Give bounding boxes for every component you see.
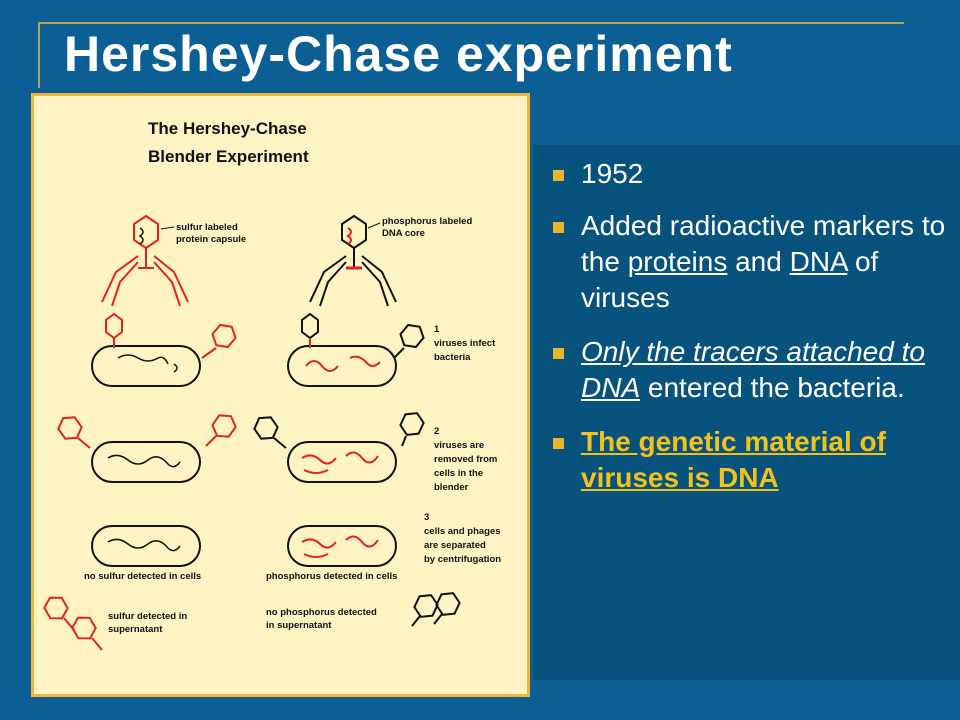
slide-title: Hershey-Chase experiment <box>64 26 733 82</box>
label-sulfur-in-supernatant-2: supernatant <box>108 624 163 635</box>
content-panel <box>533 145 960 680</box>
label-step3-number: 3 <box>424 512 429 523</box>
step2-left-cell-icon <box>57 414 237 483</box>
label-step1-line2: bacteria <box>434 352 471 363</box>
label-step3-line1: cells and phages <box>424 526 501 537</box>
phosphorus-labeled-phage-icon <box>309 214 397 307</box>
experiment-figure: The Hershey-Chase Blender Experiment sul… <box>31 93 530 697</box>
label-step2-line3: cells in the <box>434 468 483 479</box>
label-dna-core: DNA core <box>382 228 425 239</box>
label-step2-number: 2 <box>434 426 439 437</box>
label-step2-line2: removed from <box>434 454 497 465</box>
bullet-markers-proteins: proteins <box>627 246 728 277</box>
bullet-tracers-post: entered the bacteria. <box>640 372 905 403</box>
label-sulfur-labeled: sulfur labeled <box>176 222 238 233</box>
bullet-square-icon <box>553 348 564 359</box>
label-no-phosphorus-1: no phosphorus detected <box>266 607 377 618</box>
bullet-year: 1952 <box>552 156 952 192</box>
bullet-tracers-italic: Only the tracers attached to DNA <box>581 336 925 403</box>
sulfur-supernatant-phages-icon <box>43 596 103 651</box>
experiment-diagram: The Hershey-Chase Blender Experiment sul… <box>43 119 501 651</box>
step1-right-cell-icon <box>287 312 425 387</box>
label-sulfur-in-supernatant-1: sulfur detected in <box>108 611 187 622</box>
label-phosphorus-labeled: phosphorus labeled <box>382 216 472 227</box>
bullet-markers-post: of viruses <box>581 246 879 313</box>
bullet-markers-pre: Added radioactive markers to the <box>581 210 946 277</box>
label-step2-line1: viruses are <box>434 440 484 451</box>
bullet-markers: Added radioactive markers to the protein… <box>552 208 952 316</box>
label-step1-number: 1 <box>434 324 440 335</box>
step3-left-cell-icon <box>91 525 201 567</box>
title-frame-left-line <box>38 22 40 88</box>
label-step3-line2: are separated <box>424 540 486 551</box>
bullet-markers-dna: DNA <box>789 246 848 277</box>
bullet-list: 1952 Added radioactive markers to the pr… <box>552 154 952 496</box>
bullet-square-icon <box>553 222 564 233</box>
bullet-markers-and: and <box>727 246 790 277</box>
bullet-square-icon <box>553 438 564 449</box>
bullet-conclusion: The genetic material of viruses is DNA <box>552 424 952 496</box>
label-phosphorus-in-cells: phosphorus detected in cells <box>266 571 397 582</box>
step2-right-cell-icon <box>253 412 425 483</box>
label-protein-capsule: protein capsule <box>176 234 246 245</box>
title-frame-top-line <box>38 22 904 24</box>
bullet-year-text: 1952 <box>581 158 644 189</box>
label-step3-line3: by centrifugation <box>424 554 501 565</box>
figure-title-line1: The Hershey-Chase <box>148 119 307 138</box>
label-step2-line4: blender <box>434 482 469 493</box>
sulfur-labeled-phage-icon <box>101 214 189 307</box>
bullet-square-icon <box>553 170 564 181</box>
figure-title-line2: Blender Experiment <box>148 147 309 166</box>
phosphorus-supernatant-phages-icon <box>411 592 461 627</box>
label-step1-line1: viruses infect <box>434 338 496 349</box>
label-no-phosphorus-2: in supernatant <box>266 620 332 631</box>
bullet-conclusion-text: The genetic material of viruses is DNA <box>581 426 886 493</box>
label-no-sulfur-in-cells: no sulfur detected in cells <box>84 571 201 582</box>
step1-left-cell-icon <box>91 312 237 387</box>
step3-right-cell-icon <box>287 525 397 567</box>
bullet-tracers: Only the tracers attached to DNA entered… <box>552 334 952 406</box>
